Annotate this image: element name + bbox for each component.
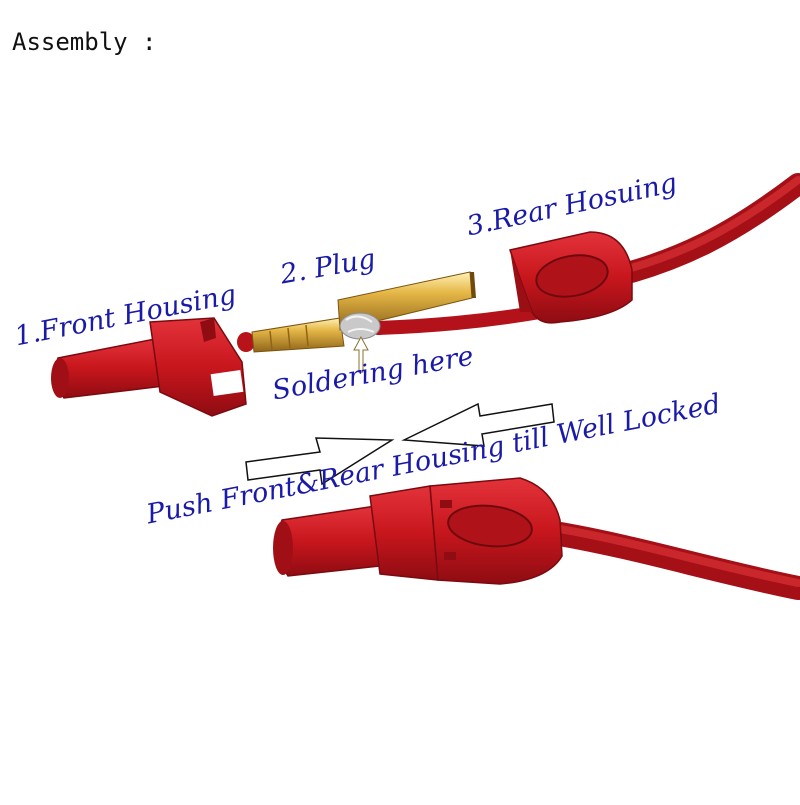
lower-cable xyxy=(548,522,800,600)
push-arrows xyxy=(245,402,555,486)
rear-housing xyxy=(509,231,633,324)
push-arrow-right xyxy=(245,437,395,486)
front-housing xyxy=(51,317,247,417)
assembly-heading: Assembly : xyxy=(12,28,157,56)
assembled-connector xyxy=(273,477,563,585)
solder-joint xyxy=(339,312,381,340)
banana-plug xyxy=(237,271,476,373)
soldering-pointer xyxy=(353,335,369,373)
plug-wire xyxy=(371,305,547,335)
push-arrow-left xyxy=(401,402,555,447)
